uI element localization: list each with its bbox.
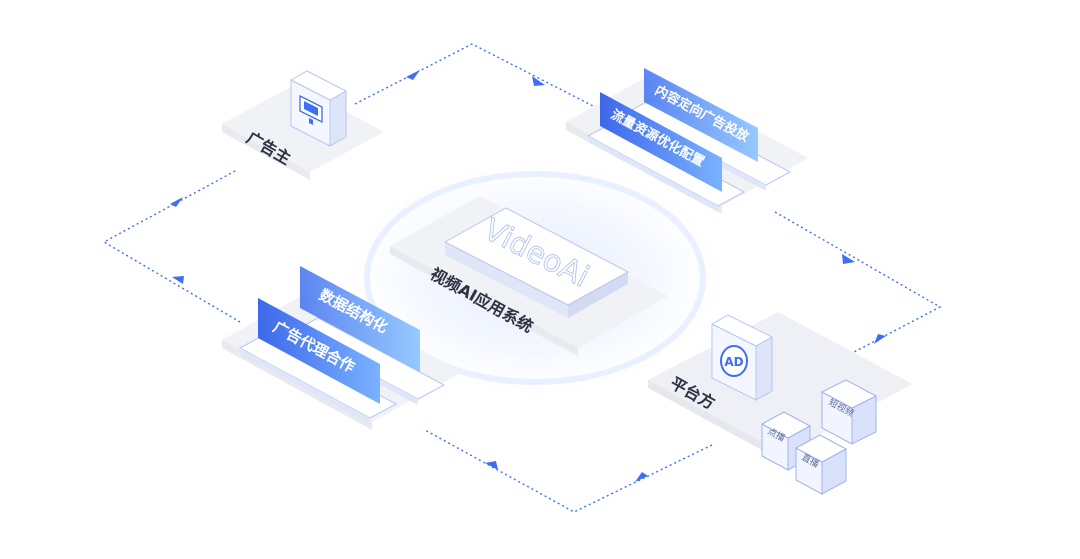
monitor-icon xyxy=(299,94,323,125)
arrow-icon xyxy=(485,461,498,470)
center-glow-ring xyxy=(364,171,706,385)
flow-line xyxy=(424,429,713,513)
content-slab-front-side xyxy=(588,136,718,212)
flow-line xyxy=(354,43,598,109)
flow-cycle xyxy=(102,43,942,513)
content-tag-front xyxy=(600,92,722,192)
arrow-icon xyxy=(635,472,648,482)
arrow-icon xyxy=(170,197,183,207)
arrow-icon xyxy=(532,76,545,86)
flow-line xyxy=(774,211,942,376)
content-tag-back xyxy=(644,68,758,162)
agency-slab-front xyxy=(238,333,398,419)
ad-badge-text: AD xyxy=(724,355,743,369)
agency-tag-front xyxy=(258,298,380,404)
agency-slab-front-side xyxy=(240,348,370,424)
videoai-device-side xyxy=(445,242,568,318)
advertiser-cabinet-side xyxy=(329,90,347,147)
ad-cabinet-side xyxy=(755,336,773,401)
cube-live: 直播 xyxy=(794,434,848,495)
videoai-device-top xyxy=(443,207,630,306)
cube-short-video: 短视频 xyxy=(820,379,878,445)
advertiser-cabinet-top xyxy=(289,70,348,101)
platform-base-side xyxy=(648,380,784,462)
arrow-icon xyxy=(406,70,420,80)
arrow-icon xyxy=(172,276,184,284)
center-system: VideoAi 视频AI应用系统 xyxy=(390,196,668,356)
videoai-device-end xyxy=(568,272,628,318)
agency-tag-back xyxy=(300,266,420,372)
advertiser-node: 广告主 xyxy=(222,70,384,180)
arrow-icon xyxy=(842,254,855,264)
ad-cabinet-top xyxy=(710,314,774,347)
arrow-icon xyxy=(874,334,886,344)
flow-line xyxy=(102,169,241,323)
center-platform-side xyxy=(390,246,578,356)
ad-badge-icon xyxy=(720,345,748,377)
advertiser-platform-side xyxy=(222,124,310,180)
content-node: 内容定向广告投放 流量资源优化配置 xyxy=(566,68,808,214)
agency-node: 数据结构化 广告代理合作 xyxy=(222,266,462,430)
